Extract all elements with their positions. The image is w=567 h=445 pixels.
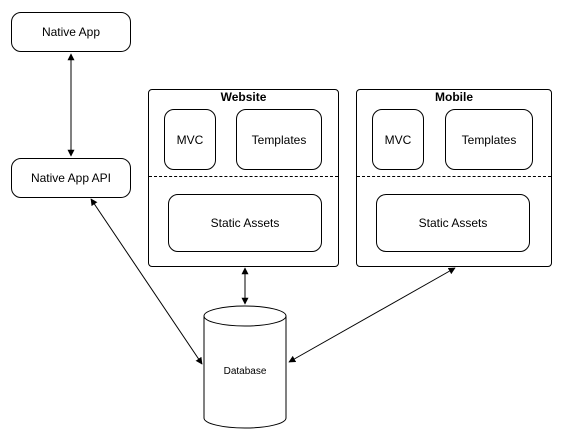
website-templates-label: Templates [251, 132, 307, 147]
website-divider [149, 176, 338, 177]
native-app-api-label: Native App API [30, 171, 112, 185]
database-cylinder [203, 305, 287, 429]
mobile-mvc-label: MVC [384, 132, 412, 147]
website-mvc-box: MVC [164, 109, 216, 170]
mobile-title: Mobile [435, 90, 473, 104]
mobile-mvc-box: MVC [372, 109, 424, 170]
mobile-static-assets-box: Static Assets [376, 194, 530, 252]
mobile-static-assets-label: Static Assets [418, 216, 488, 230]
arrow-api-to-database [90, 198, 203, 365]
native-app-label: Native App [41, 25, 101, 39]
mobile-templates-box: Templates [445, 109, 533, 170]
website-templates-box: Templates [236, 109, 322, 170]
arrow-mobile-to-database [288, 267, 456, 363]
mobile-templates-label: Templates [461, 132, 517, 147]
native-app-node: Native App [11, 12, 131, 52]
website-mvc-label: MVC [176, 132, 204, 147]
mobile-container: Mobile MVC Templates Static Assets [356, 89, 552, 267]
native-app-api-node: Native App API [11, 158, 131, 198]
website-title: Website [220, 90, 267, 104]
database-label: Database [223, 366, 267, 377]
website-static-assets-label: Static Assets [210, 216, 280, 230]
mobile-divider [357, 176, 551, 177]
